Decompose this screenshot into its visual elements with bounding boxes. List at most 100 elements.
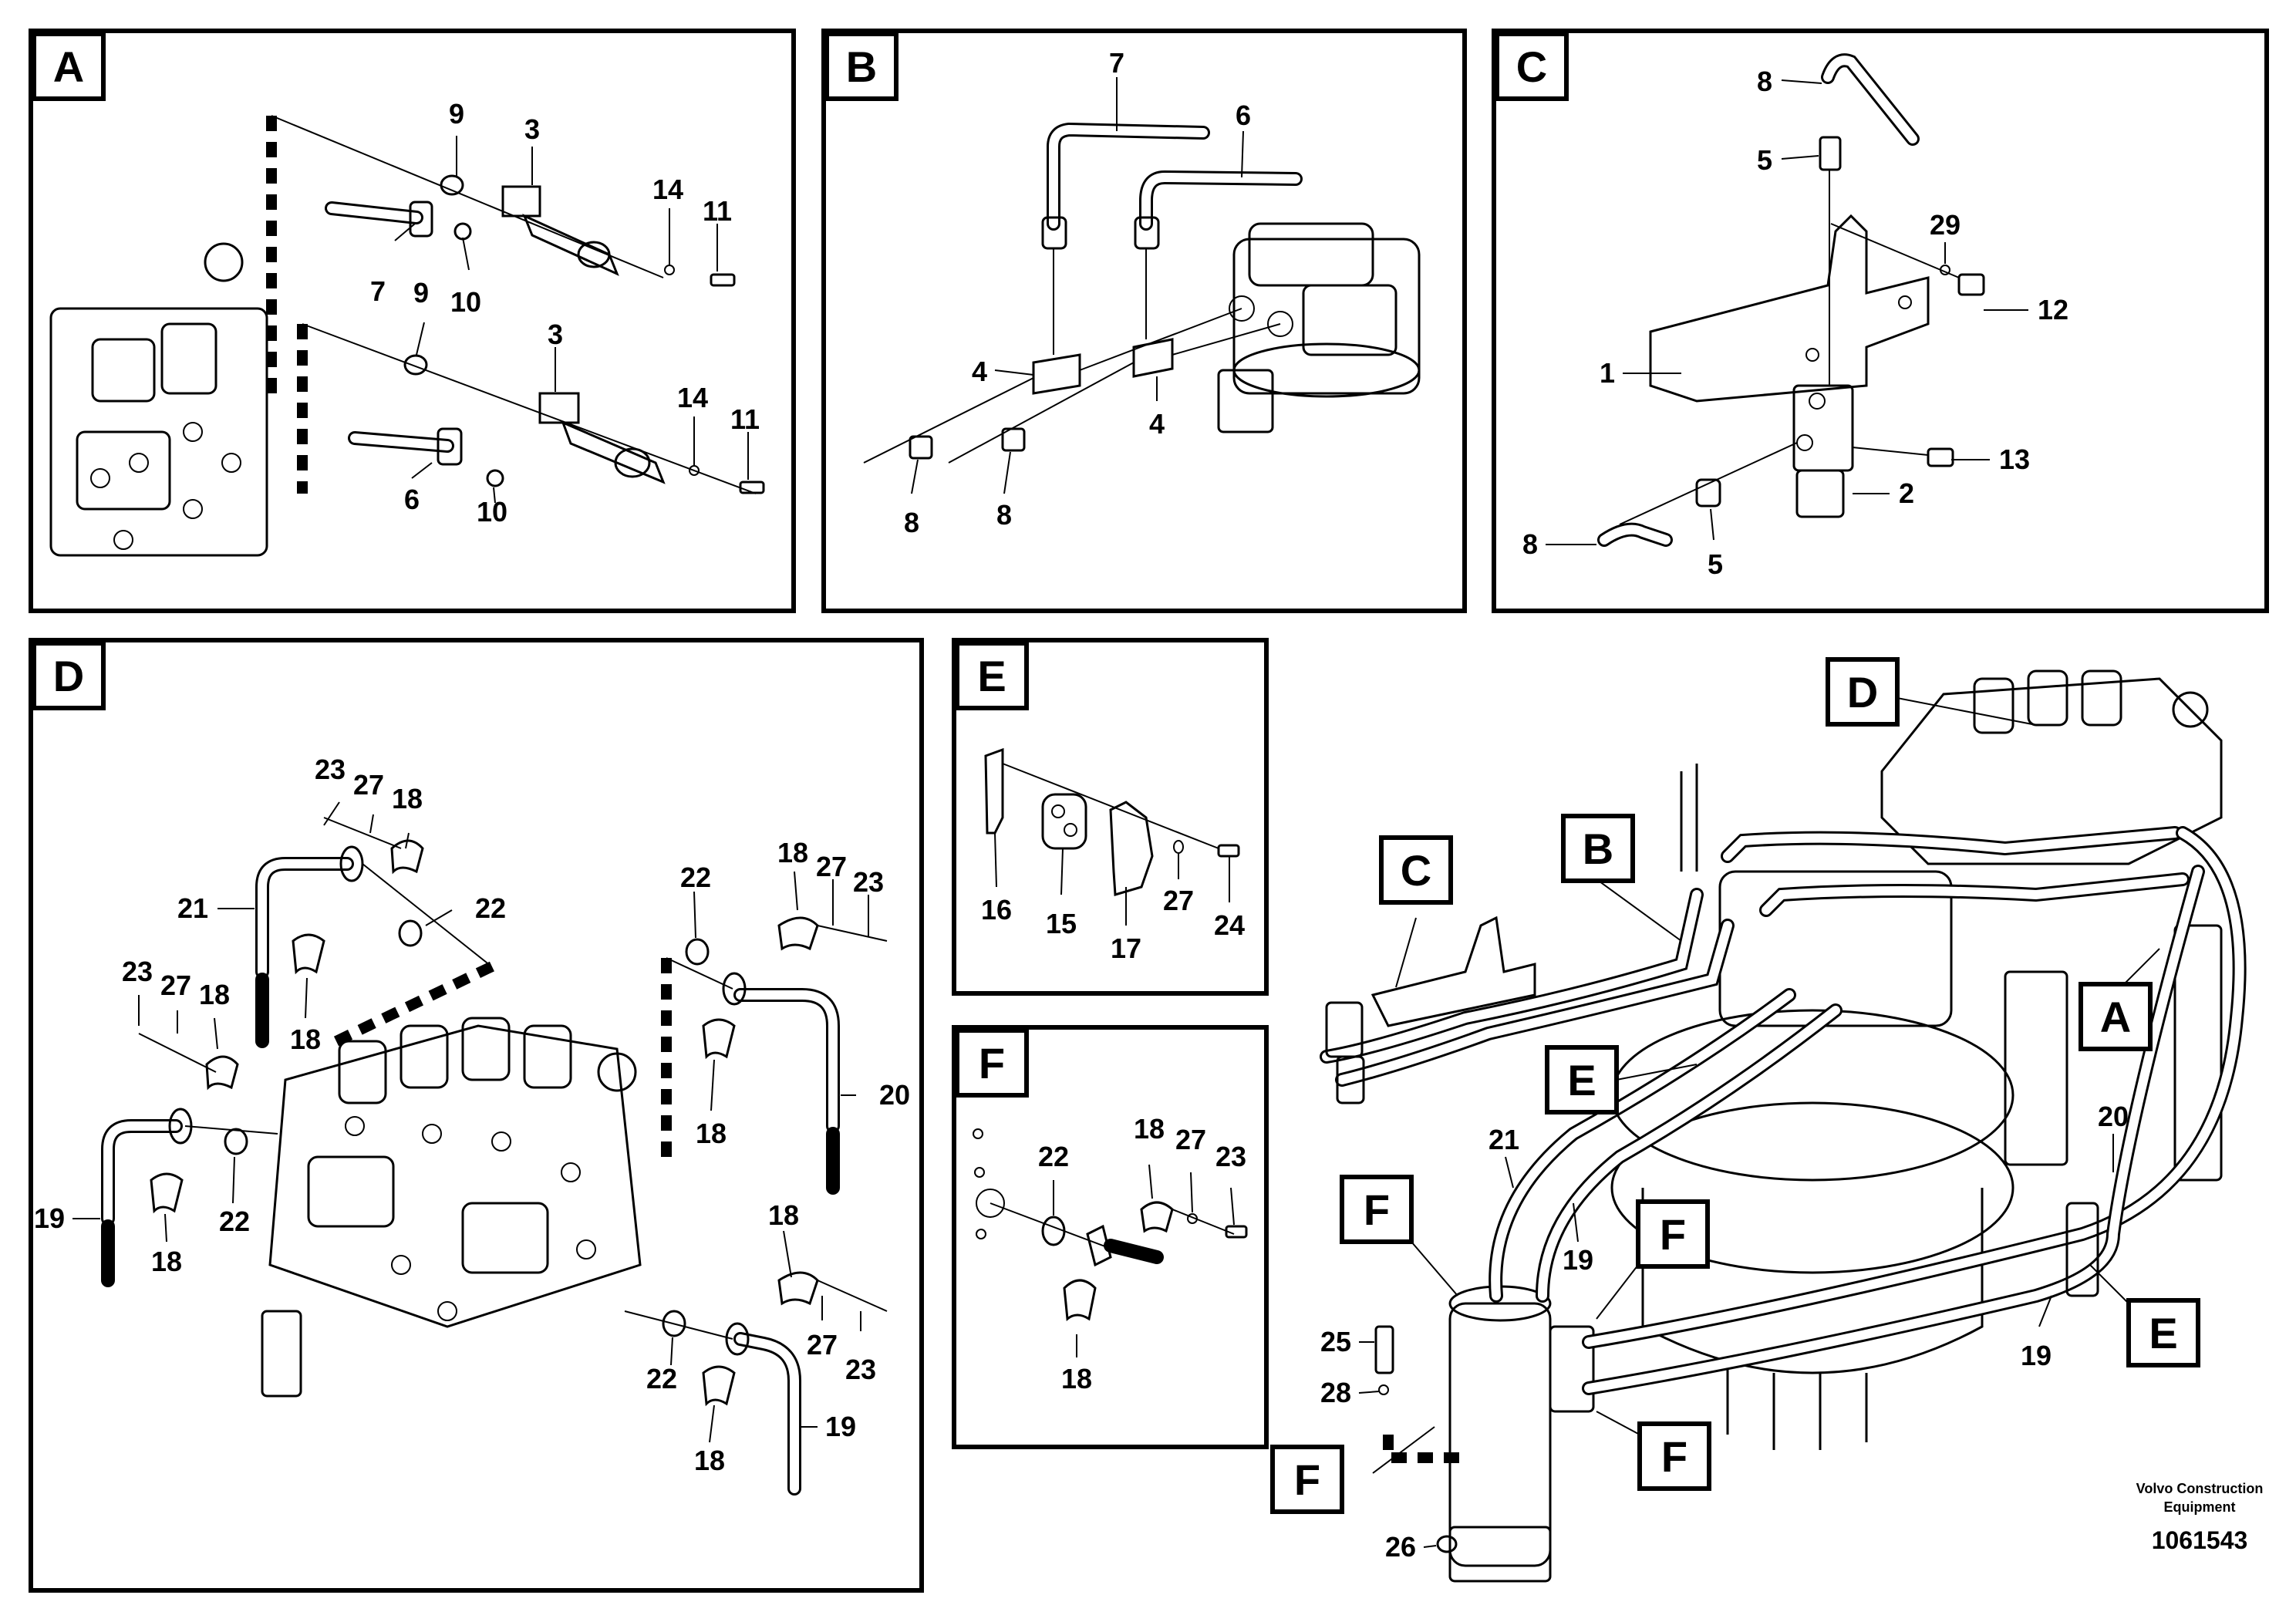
swing-motor-sketch [1217,222,1421,433]
callout: 6 [1236,99,1251,131]
callout: 22 [219,1206,250,1237]
callout: 18 [1061,1363,1092,1394]
callout: 8 [904,507,919,538]
callout: 3 [524,113,540,145]
callout: 15 [1046,908,1077,939]
panel-e: E 16 15 17 27 24 [952,638,1269,996]
callout: 18 [151,1246,182,1277]
callout: 16 [981,894,1012,926]
callout: 28 [1320,1377,1351,1408]
company-name-line1: Volvo Construction [2136,1481,2264,1496]
overview-tag-f: F [1364,1185,1390,1234]
callout: 18 [768,1199,799,1231]
callout: 22 [475,892,506,924]
callout: 5 [1757,144,1772,176]
callout: 5 [1708,548,1723,580]
panel-f-letter: F [979,1039,1005,1088]
overview-assembly: D C B A E F F F E F 21 19 20 19 25 28 26 [1270,657,2247,1583]
callout: 17 [1111,932,1141,964]
panel-a-letter: A [53,42,84,91]
overview-tag-a: A [2100,993,2131,1041]
callout: 10 [477,496,507,528]
overview-tag-b: B [1583,824,1613,873]
overview-tag-f: F [1661,1432,1687,1481]
callout: 23 [853,866,884,898]
callout: 26 [1385,1531,1416,1563]
callout: 19 [2021,1340,2052,1371]
overview-tag-f: F [1294,1455,1320,1504]
callout: 19 [825,1411,856,1442]
callout: 27 [160,969,191,1001]
callout: 19 [34,1202,65,1234]
callout: 7 [370,275,386,307]
callout: 8 [1522,528,1538,560]
panel-f: F 22 18 27 23 18 [952,1025,1269,1449]
callout: 20 [2098,1101,2129,1132]
callout: 23 [315,754,346,785]
callout: 22 [680,862,711,893]
footer: Volvo Construction Equipment 1061543 [2136,1481,2264,1554]
company-name-line2: Equipment [2164,1499,2236,1515]
callout: 4 [972,356,987,387]
callout: 23 [845,1354,876,1385]
callout: 2 [1899,477,1914,509]
callout: 29 [1930,209,1961,241]
callout: 21 [1489,1124,1519,1155]
callout: 12 [2038,294,2068,325]
callout: 14 [652,174,683,205]
callout: 27 [1163,885,1194,916]
callout: 9 [413,277,429,309]
callout: 18 [694,1445,725,1476]
callout: 22 [646,1363,677,1394]
panel-d-letter: D [53,652,84,700]
overview-tag-f: F [1660,1210,1686,1259]
panel-c: C 8 5 29 12 [1492,29,2269,613]
callout: 27 [807,1329,838,1361]
overview-tag-d: D [1847,668,1878,717]
callout: 19 [1563,1244,1593,1276]
callout: 24 [1214,909,1245,941]
callout: 27 [353,769,384,801]
callout: 20 [879,1079,910,1111]
callout: 23 [1215,1141,1246,1172]
callout: 22 [1038,1141,1069,1172]
control-valve-sketch-a [49,242,268,557]
callout: 1 [1600,357,1615,389]
callout: 25 [1320,1326,1351,1357]
callout: 10 [450,286,481,318]
callout: 11 [730,403,760,435]
control-valve-sketch-d [261,1017,642,1398]
panel-c-letter: C [1516,42,1547,91]
callout: 18 [392,783,423,814]
callout: 8 [1757,66,1772,97]
callout: 8 [996,499,1012,531]
callout: 14 [677,382,708,413]
callout: 3 [548,319,563,350]
overview-tag-c: C [1401,846,1431,895]
callout: 18 [199,979,230,1010]
figure-number: 1061543 [2152,1526,2248,1554]
callout: 18 [290,1023,321,1055]
callout: 18 [1134,1113,1165,1145]
panel-b: B 7 6 [821,29,1467,613]
panel-a: A [29,29,796,613]
callout: 27 [1175,1124,1206,1155]
panel-d: D [29,638,924,1593]
callout: 6 [404,484,420,515]
callout: 27 [816,851,847,882]
overview-swivel-joint [1448,1285,1595,1583]
callout: 18 [696,1118,727,1149]
callout: 23 [122,956,153,987]
overview-tag-e: E [2149,1309,2177,1357]
overview-tag-e: E [1567,1056,1596,1104]
callout: 21 [177,892,208,924]
panel-e-letter: E [977,652,1006,700]
callout: 13 [1999,443,2030,475]
callout: 7 [1109,47,1124,79]
callout: 9 [449,98,464,130]
callout: 11 [703,195,732,227]
callout: 4 [1149,408,1165,440]
overview-control-valve [1880,669,2223,865]
panel-b-letter: B [846,42,877,91]
